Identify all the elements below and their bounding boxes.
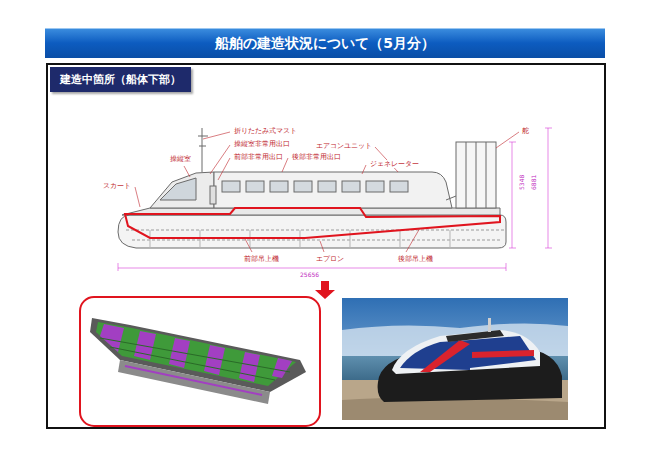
part-label: エアコンユニット: [316, 142, 372, 150]
part-label: 前部吊上機: [244, 255, 279, 263]
dimension-label: 5348: [518, 175, 525, 190]
part-label: エプロン: [316, 255, 344, 263]
banner-edge: [45, 28, 605, 29]
section-label-text: 建造中箇所（船体下部）: [60, 72, 181, 87]
model-panel: [80, 297, 320, 426]
part-label: スカート: [103, 182, 131, 190]
title-banner: [45, 28, 605, 58]
hovercraft-photo: [342, 298, 568, 420]
hull-3d-model: [90, 318, 306, 404]
part-label: 後部非常用出口: [292, 153, 341, 161]
content-frame: [47, 64, 605, 428]
part-label: 操縦室非常用出口: [234, 140, 290, 148]
dimension-label: 25656: [300, 271, 319, 278]
part-label: 前部非常用出口: [234, 153, 283, 161]
leader-lines: [135, 132, 519, 252]
dimension-lines: [118, 128, 552, 271]
section-label: 建造中箇所（船体下部）: [50, 67, 191, 92]
slide-title: 船舶の建造状況について（5月分）: [45, 28, 605, 58]
part-label: 舵: [522, 127, 529, 135]
hovercraft-drawing: [118, 128, 506, 248]
part-label: 後部吊上機: [398, 255, 433, 263]
highlight-outline: [125, 208, 500, 238]
part-label: 折りたたみ式マスト: [234, 127, 297, 135]
part-label: 操縦室: [170, 155, 191, 163]
part-label: ジェネレーター: [370, 160, 419, 168]
dimension-label: 6881: [530, 175, 537, 190]
down-arrow: [315, 281, 335, 299]
